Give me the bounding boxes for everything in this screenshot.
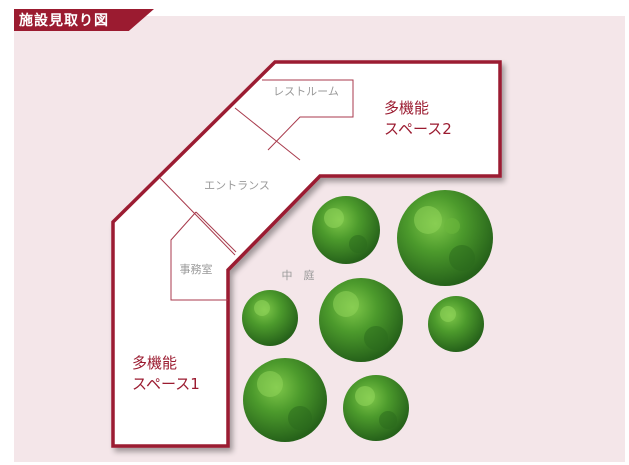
tree-icon [242, 290, 298, 346]
courtyard-label: 中 庭 [282, 268, 315, 282]
restroom-label: レストルーム [273, 85, 339, 98]
tree-icon [319, 278, 403, 362]
title-banner [14, 9, 154, 31]
partitions [159, 79, 354, 301]
space2-label-line2: スペース2 [384, 120, 452, 138]
page-title: 施設見取り図 [19, 13, 109, 29]
tree-icon [428, 296, 484, 352]
space2-label-line1: 多機能 [384, 99, 429, 117]
tree-icon [312, 196, 380, 264]
space1-label-line2: スペース1 [132, 375, 200, 393]
entrance-label: エントランス [204, 179, 270, 192]
office-label: 事務室 [180, 262, 213, 276]
tree-icon [397, 190, 493, 286]
tree-icon [343, 375, 409, 441]
courtyard-trees [242, 190, 493, 442]
building-outline [111, 60, 502, 448]
tree-icon [243, 358, 327, 442]
space1-label-line1: 多機能 [132, 354, 177, 372]
